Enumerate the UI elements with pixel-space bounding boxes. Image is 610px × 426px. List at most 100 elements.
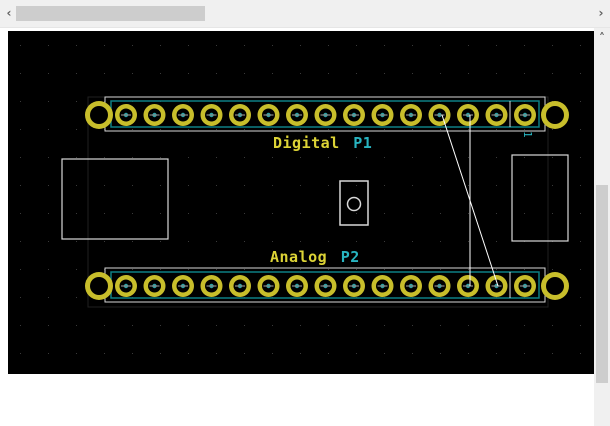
pcb-canvas[interactable]: Digital P1 Analog P2 1	[8, 31, 594, 374]
grid-dot	[496, 185, 497, 186]
grid-dot	[384, 325, 385, 326]
grid-dot	[468, 157, 469, 158]
grid-dot	[188, 353, 189, 354]
scroll-left-arrow-icon[interactable]: ‹	[6, 6, 12, 20]
header-p1-pad	[514, 104, 536, 126]
grid-dot	[356, 157, 357, 158]
header-p2-pad	[314, 275, 337, 297]
grid-dot	[104, 213, 105, 214]
grid-dot	[132, 353, 133, 354]
grid-dot	[524, 73, 525, 74]
grid-dot	[272, 157, 273, 158]
grid-dot	[132, 45, 133, 46]
grid-dot	[48, 185, 49, 186]
vertical-scroll-thumb[interactable]	[596, 185, 608, 383]
digital-header-label: Digital P1	[273, 134, 372, 152]
grid-dot	[496, 353, 497, 354]
horizontal-scroll-thumb[interactable]	[16, 6, 205, 21]
grid-dot	[272, 213, 273, 214]
grid-dot	[412, 45, 413, 46]
header-p2-pad	[200, 275, 223, 297]
grid-dot	[468, 185, 469, 186]
grid-dot	[160, 45, 161, 46]
grid-dot	[48, 129, 49, 130]
grid-dot	[328, 353, 329, 354]
header-p1-pad	[428, 104, 451, 126]
grid-dot	[132, 129, 133, 130]
grid-dot	[104, 353, 105, 354]
grid-dot	[244, 325, 245, 326]
grid-dot	[20, 241, 21, 242]
grid-dot	[188, 325, 189, 326]
grid-dot	[468, 73, 469, 74]
grid-dot	[216, 325, 217, 326]
scroll-up-arrow-icon[interactable]: ˄	[599, 31, 605, 45]
grid-dot	[76, 129, 77, 130]
mounting-holes	[85, 101, 569, 300]
grid-dot	[524, 45, 525, 46]
grid-dot	[580, 353, 581, 354]
grid-dot	[76, 241, 77, 242]
grid-dot	[20, 129, 21, 130]
grid-dot	[468, 325, 469, 326]
grid-dot	[384, 157, 385, 158]
grid-dot	[580, 157, 581, 158]
header-p1-pad	[286, 104, 308, 126]
grid-dot	[216, 213, 217, 214]
grid-dot	[132, 241, 133, 242]
grid-dot	[328, 213, 329, 214]
ratsnest-lines	[441, 114, 499, 287]
header-p2-pad	[514, 275, 536, 297]
grid-dot	[468, 213, 469, 214]
grid-dot	[160, 213, 161, 214]
horizontal-scrollbar[interactable]: ‹ ›	[0, 0, 610, 28]
grid-dot	[272, 241, 273, 242]
grid-dot	[524, 185, 525, 186]
grid-dot	[524, 129, 525, 130]
grid-dot	[412, 129, 413, 130]
grid-dot	[580, 185, 581, 186]
grid-dot	[328, 129, 329, 130]
grid-dot	[412, 353, 413, 354]
grid-dot	[552, 129, 553, 130]
grid-dot	[412, 241, 413, 242]
pcb-layout[interactable]: Digital P1 Analog P2 1	[8, 31, 594, 374]
grid-dot	[300, 353, 301, 354]
grid-dot	[552, 353, 553, 354]
grid-dot	[104, 73, 105, 74]
grid-dot	[244, 269, 245, 270]
grid-dot	[104, 241, 105, 242]
grid-dot	[440, 213, 441, 214]
grid-dot	[132, 157, 133, 158]
grid-dot	[48, 241, 49, 242]
header-p2-pad	[400, 275, 422, 297]
grid-dot	[300, 185, 301, 186]
header-p2-pad	[143, 275, 166, 297]
grid-dot	[160, 241, 161, 242]
grid-dot	[20, 185, 21, 186]
grid-dot	[496, 269, 497, 270]
grid-dot	[104, 45, 105, 46]
grid-dot	[20, 101, 21, 102]
grid-dot	[356, 45, 357, 46]
header-p2-pad	[485, 275, 508, 297]
grid-dot	[132, 213, 133, 214]
header-p1-pad	[485, 104, 508, 126]
header-p2-pads	[115, 275, 536, 297]
header-p2-pad	[457, 275, 479, 297]
grid-dot	[412, 73, 413, 74]
grid-dot	[48, 269, 49, 270]
grid-dot	[216, 73, 217, 74]
grid-dot	[76, 157, 77, 158]
grid-dot	[272, 185, 273, 186]
vertical-scrollbar[interactable]: ˄	[594, 28, 610, 426]
grid-dot	[524, 213, 525, 214]
grid-dot	[440, 241, 441, 242]
grid-dot	[20, 325, 21, 326]
header-p1-pad	[115, 104, 137, 126]
grid-dot	[524, 157, 525, 158]
grid-dot	[300, 213, 301, 214]
grid-dot	[48, 157, 49, 158]
scroll-right-arrow-icon[interactable]: ›	[598, 6, 604, 20]
grid-dot	[524, 269, 525, 270]
